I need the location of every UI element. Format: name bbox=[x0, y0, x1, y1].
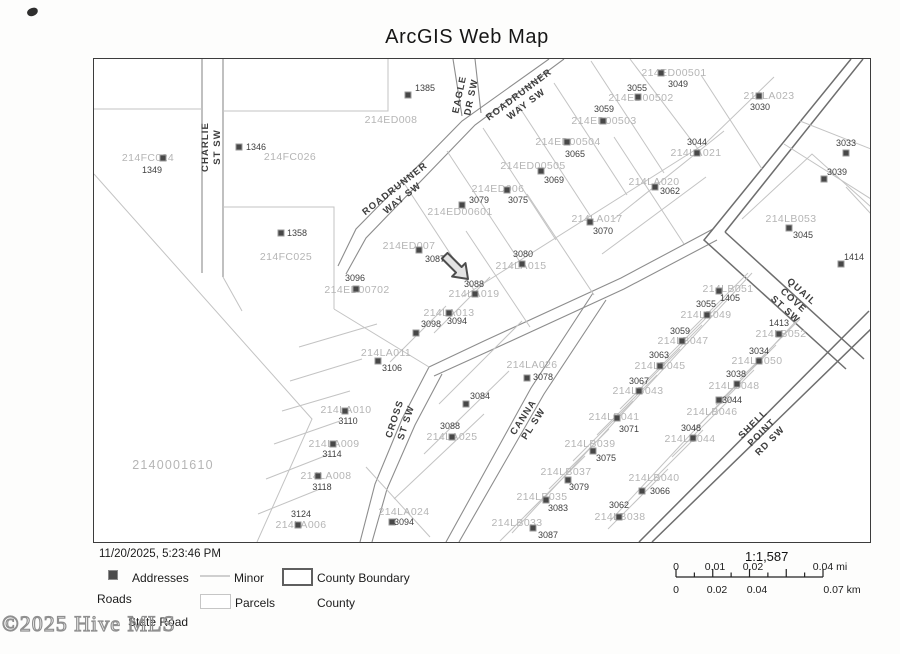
minor-road-legend-icon bbox=[200, 575, 230, 577]
parcel-line bbox=[333, 308, 430, 368]
parcel-line bbox=[845, 186, 870, 214]
parcel-line bbox=[553, 82, 628, 196]
legend-county-boundary-label: County Boundary bbox=[317, 571, 410, 585]
timestamp: 11/20/2025, 5:23:46 PM bbox=[99, 548, 221, 560]
parcel-line bbox=[641, 324, 703, 386]
road-line bbox=[458, 299, 607, 542]
major-line bbox=[724, 59, 864, 233]
page-title: ArcGIS Web Map bbox=[385, 26, 549, 48]
parcel-line bbox=[499, 480, 561, 542]
legend-parcels-label: Parcels bbox=[235, 596, 276, 610]
parcel-line bbox=[298, 323, 378, 348]
road-line bbox=[474, 59, 482, 114]
scale-mi-label: 0.04 mi bbox=[812, 561, 848, 573]
parcel-line bbox=[365, 466, 431, 538]
selection-arrow bbox=[440, 251, 469, 280]
scale-mi-label: 0.02 bbox=[742, 561, 764, 573]
parcel-line bbox=[700, 74, 763, 170]
parcel-line bbox=[613, 130, 725, 220]
parcel-line bbox=[596, 374, 658, 436]
scale-mi-label: 0.01 bbox=[704, 561, 726, 573]
scale-km-label: 0.04 bbox=[746, 584, 768, 596]
road-line bbox=[359, 366, 430, 542]
road-line bbox=[433, 239, 718, 377]
parcel-line bbox=[438, 320, 523, 405]
parcel-line bbox=[609, 318, 799, 522]
road-line bbox=[371, 373, 443, 542]
major-line bbox=[702, 228, 847, 370]
scale-ratio: 1:1,587 bbox=[745, 549, 789, 564]
parcel-line bbox=[511, 272, 753, 534]
parcel-line bbox=[423, 370, 510, 455]
parcel-line bbox=[590, 60, 665, 174]
road-line bbox=[345, 59, 565, 275]
parcel-line bbox=[664, 298, 726, 360]
parcel-line bbox=[526, 193, 595, 296]
county-boundary-legend-icon bbox=[282, 568, 313, 586]
parcel-line bbox=[393, 413, 485, 500]
parcel-line bbox=[482, 127, 557, 241]
legend-roads-label: Roads bbox=[97, 592, 132, 606]
scale-km-label: 0.07 km bbox=[823, 584, 861, 596]
major-line bbox=[651, 328, 870, 542]
parcel-line bbox=[281, 390, 351, 412]
parcel-line bbox=[671, 396, 733, 458]
parcel-line bbox=[629, 59, 699, 150]
map-frame bbox=[93, 58, 871, 543]
parcel-line bbox=[783, 143, 870, 199]
parcel-line bbox=[94, 173, 313, 542]
road-line bbox=[428, 228, 714, 368]
parcel-line bbox=[433, 276, 491, 334]
parcel-line bbox=[601, 176, 707, 255]
parcel-line bbox=[446, 150, 523, 266]
watermark: ©2025 Hive MLS bbox=[1, 610, 176, 636]
parcel-line bbox=[687, 272, 749, 334]
scale-bar bbox=[675, 569, 824, 578]
road-line bbox=[337, 59, 550, 267]
scale-km-label: 0.02 bbox=[706, 584, 728, 596]
parcel-line bbox=[265, 453, 331, 480]
parcel-line bbox=[223, 206, 335, 309]
scan-artifact bbox=[26, 6, 39, 18]
parcel-line bbox=[607, 468, 669, 530]
road-line bbox=[452, 59, 463, 117]
scale-mi-label: 0 bbox=[673, 561, 679, 573]
road-line bbox=[445, 292, 594, 542]
parcel-line bbox=[799, 120, 870, 150]
parcel-line bbox=[741, 153, 870, 220]
parcel-line bbox=[642, 429, 704, 491]
major-line bbox=[724, 231, 865, 360]
map-canvas bbox=[94, 59, 870, 542]
legend-minor-label: Minor bbox=[234, 571, 265, 585]
parcel-line bbox=[517, 104, 592, 218]
addresses-legend-icon bbox=[108, 570, 118, 580]
parcel-line bbox=[572, 400, 634, 462]
parcel-line bbox=[223, 59, 389, 112]
legend-county-label: County bbox=[317, 596, 356, 610]
major-line bbox=[712, 59, 852, 230]
parcel-line bbox=[461, 76, 775, 298]
parcel-line bbox=[619, 348, 681, 410]
parcel-line bbox=[289, 358, 363, 382]
major-line bbox=[638, 310, 870, 542]
legend-addresses-label: Addresses bbox=[132, 571, 189, 585]
legend-state-road-label: State Road bbox=[128, 615, 189, 629]
parcel-line bbox=[465, 230, 531, 328]
scale-km-label: 0 bbox=[673, 584, 679, 596]
parcels-legend-icon bbox=[200, 594, 231, 609]
parcel-line bbox=[389, 305, 447, 363]
parcel-line bbox=[222, 276, 243, 312]
parcel-line bbox=[257, 488, 321, 515]
parcel-line bbox=[273, 420, 341, 445]
